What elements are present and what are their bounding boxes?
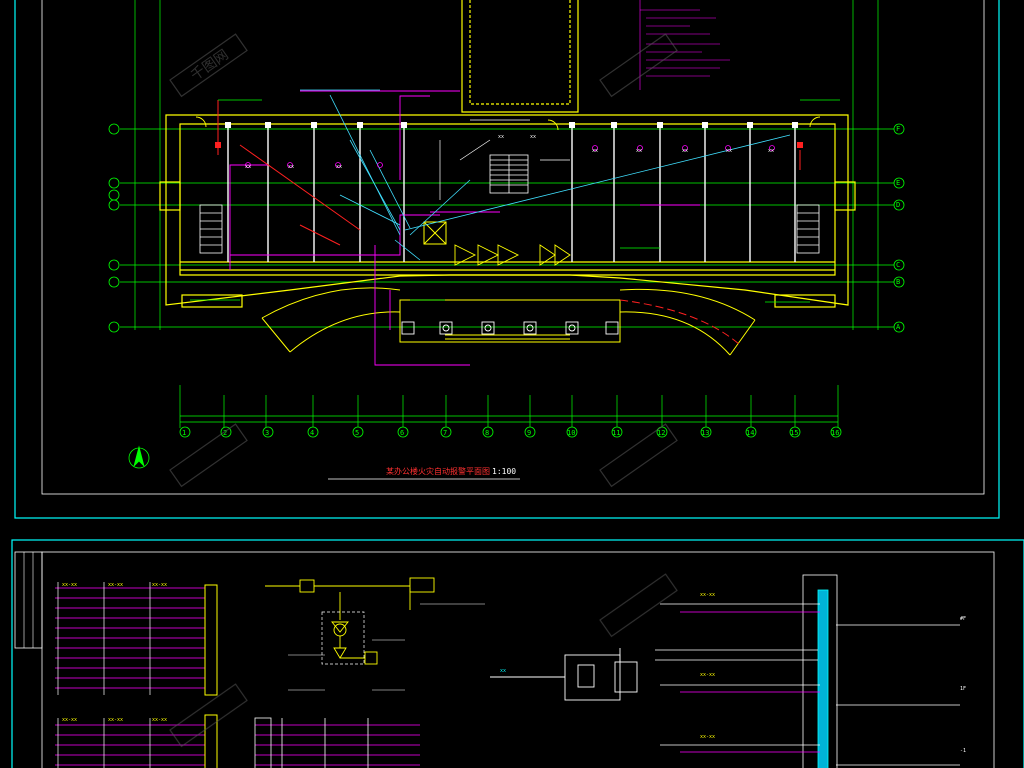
bottom-axis-bubbles <box>179 426 842 438</box>
svg-text:xx: xx <box>726 148 732 154</box>
axis-label-10: 10 <box>567 429 575 437</box>
label-strips <box>190 99 840 303</box>
axis-label-16: 16 <box>831 429 839 437</box>
svg-text:xx: xx <box>498 134 504 140</box>
axis-label-e: E <box>896 179 900 187</box>
svg-text:xx-xx: xx-xx <box>108 717 123 723</box>
smoke-detectors <box>215 142 803 168</box>
svg-text:xx-xx: xx-xx <box>108 582 123 588</box>
drawing-title-block: 某办公楼火灾自动报警平面图 1:100 <box>328 466 520 480</box>
svg-text:xx: xx <box>636 148 642 154</box>
sheet-1-frame <box>14 0 1000 519</box>
entrance-canopy <box>261 287 756 356</box>
main-riser-right <box>802 574 838 768</box>
wiring-cyan <box>300 89 791 261</box>
axis-label-11: 11 <box>612 429 620 437</box>
axis-bubbles-right <box>893 123 905 333</box>
stair-core-center <box>489 154 529 194</box>
riser-tree-left-labels: xx-xx xx-xx xx-xx xx-xx xx-xx xx-xx <box>62 582 167 723</box>
axis-label-15: 15 <box>790 429 798 437</box>
axis-label-d: D <box>896 201 900 209</box>
branch-lines-right <box>655 603 960 766</box>
control-unit-boxes <box>490 648 638 701</box>
watermark-logo: 千图网 <box>169 33 678 748</box>
branch-lines-magenta <box>680 611 820 753</box>
stair-right <box>796 204 820 254</box>
axis-label-6: 6 <box>400 429 404 437</box>
control-panel-schematic <box>265 577 435 665</box>
drawing-title: 某办公楼火灾自动报警平面图 <box>386 466 490 476</box>
drawing-scale: 1:100 <box>492 467 516 476</box>
north-arrow-icon <box>128 445 150 469</box>
axis-label-12: 12 <box>657 429 665 437</box>
axis-bubbles-left <box>108 123 120 333</box>
svg-text:1F: 1F <box>960 686 966 692</box>
svg-text:xx: xx <box>336 164 342 170</box>
svg-text:xx-xx: xx-xx <box>62 582 77 588</box>
svg-text:xx-xx: xx-xx <box>700 672 715 678</box>
svg-text:xx: xx <box>682 148 688 154</box>
axis-label-8: 8 <box>485 429 489 437</box>
elevator-shaft <box>423 221 447 245</box>
control-panel-dashed-box <box>321 611 365 665</box>
axis-label-9: 9 <box>527 429 531 437</box>
floor-labels-right: #F 1F -1 xx-xx xx-xx xx-xx xx <box>500 592 966 754</box>
sheet-2-frame <box>11 539 1024 768</box>
axis-label-4: 4 <box>310 429 314 437</box>
entrance-columns <box>401 321 619 335</box>
riser-tree-mid <box>255 724 420 766</box>
wall-columns <box>225 122 798 128</box>
stair-left <box>199 204 223 254</box>
axis-label-7: 7 <box>443 429 447 437</box>
svg-text:xx: xx <box>592 148 598 154</box>
svg-text:xx: xx <box>245 164 251 170</box>
notes-block <box>639 0 730 90</box>
axis-label-a: A <box>896 323 901 331</box>
axis-label-b: B <box>896 278 900 286</box>
wiring-magenta <box>229 90 700 366</box>
svg-text:xx-xx: xx-xx <box>62 717 77 723</box>
riser-tree-mid-frame <box>254 717 369 768</box>
svg-text:xx: xx <box>288 164 294 170</box>
svg-text:xx: xx <box>768 148 774 154</box>
svg-text:xx-xx: xx-xx <box>152 582 167 588</box>
axis-labels-right: F E D C B A <box>896 125 901 331</box>
svg-text:xx-xx: xx-xx <box>152 717 167 723</box>
svg-text:-1: -1 <box>960 748 966 754</box>
room-labels: xx xx xx xx xx xx xx xx xx xx <box>245 134 774 170</box>
axis-label-2: 2 <box>223 429 227 437</box>
svg-text:xx-xx: xx-xx <box>700 734 715 740</box>
axis-label-13: 13 <box>701 429 709 437</box>
svg-text:#F: #F <box>960 616 966 622</box>
svg-text:xx: xx <box>500 668 506 674</box>
axis-label-3: 3 <box>265 429 269 437</box>
room-partitions <box>227 124 796 262</box>
control-panel-leaders <box>288 603 485 691</box>
axis-label-f: F <box>896 125 900 133</box>
axis-label-c: C <box>896 261 900 269</box>
axis-label-14: 14 <box>746 429 754 437</box>
svg-text:xx-xx: xx-xx <box>700 592 715 598</box>
svg-text:xx: xx <box>530 134 536 140</box>
bottom-dimension-line <box>179 385 839 428</box>
door-swings <box>195 116 821 266</box>
riser-bus-left <box>204 584 218 768</box>
axis-label-1: 1 <box>182 429 186 437</box>
wiring-white <box>439 119 570 200</box>
riser-tree-left <box>55 587 205 766</box>
riser-tree-left-stubs <box>57 582 151 768</box>
axis-label-5: 5 <box>355 429 359 437</box>
building-walls <box>159 0 856 308</box>
wiring-red <box>217 100 801 346</box>
bottom-axis-labels: 1 2 3 4 5 6 7 8 9 10 11 12 13 14 15 16 <box>182 429 839 437</box>
